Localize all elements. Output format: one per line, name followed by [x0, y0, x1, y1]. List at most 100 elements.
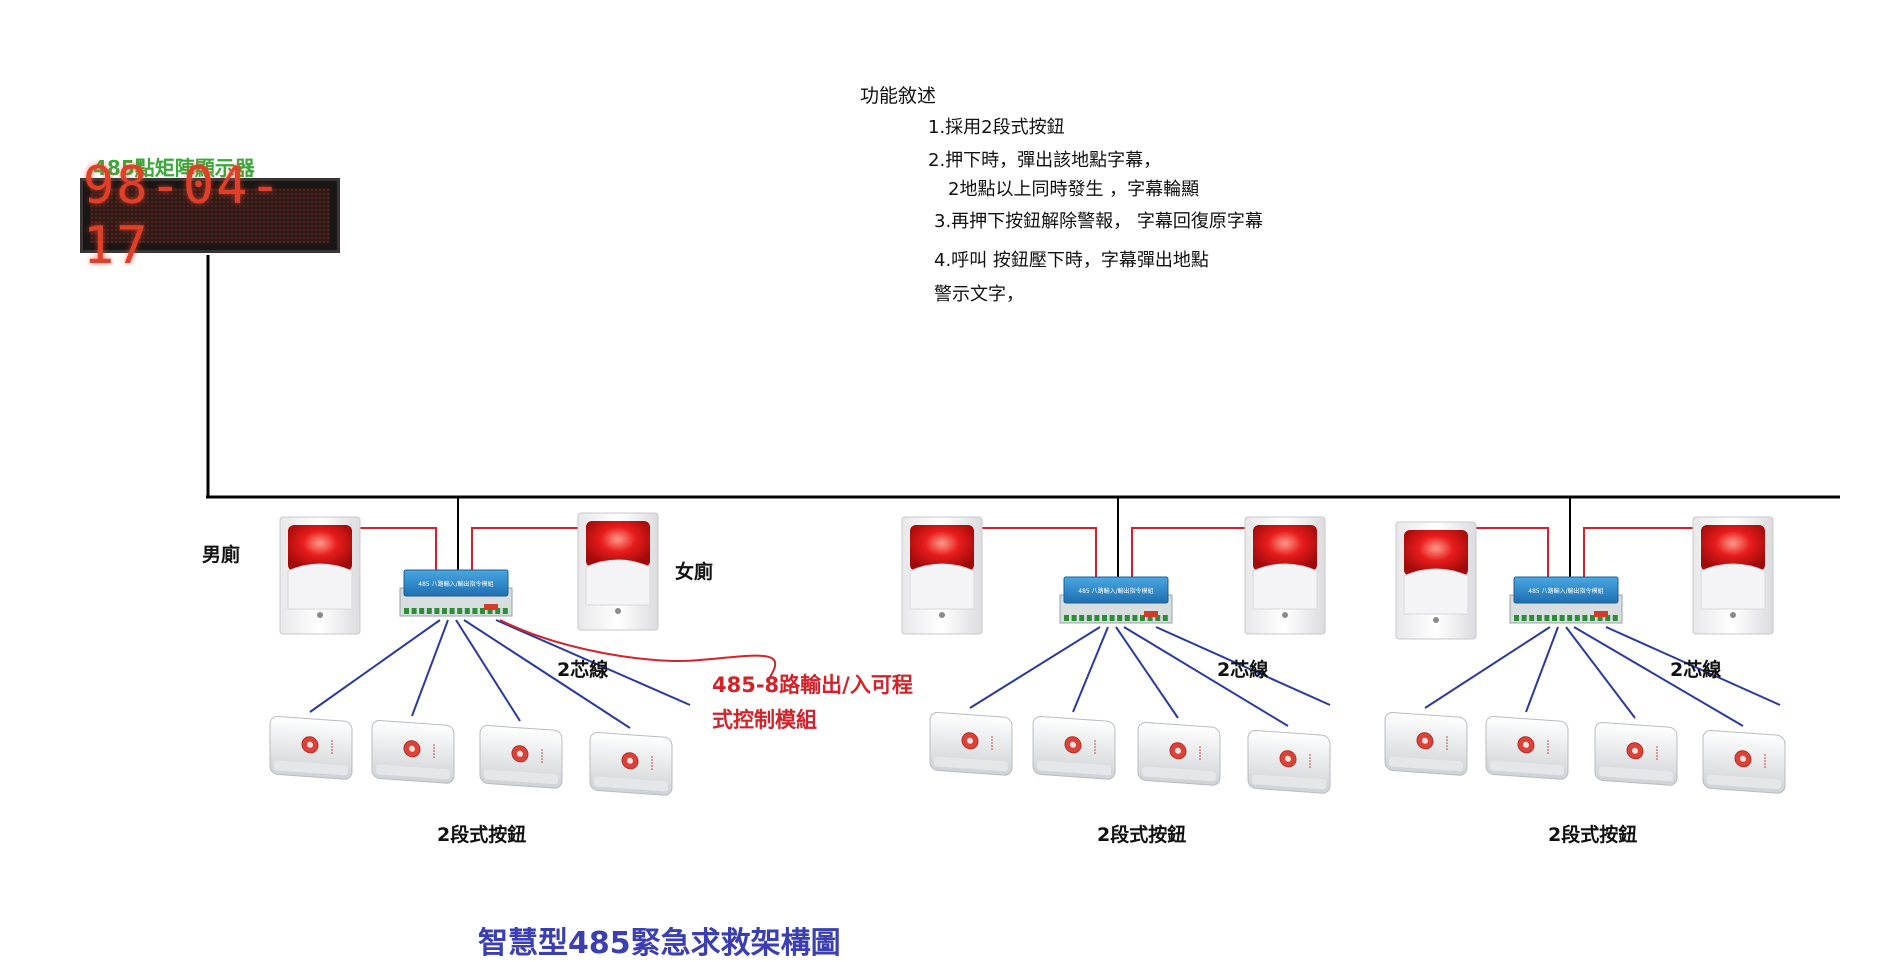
module-terminal	[1064, 615, 1069, 621]
two-core-wire	[1072, 626, 1109, 713]
description-title: 功能敘述	[860, 85, 937, 107]
strobe-siren-left	[901, 516, 983, 635]
womens-restroom-label: 女廁	[675, 561, 714, 583]
module-terminal	[1559, 615, 1565, 621]
module-terminal	[1094, 615, 1100, 621]
strobe-red-lens	[1253, 525, 1317, 571]
module-terminal	[502, 608, 508, 614]
module-terminal	[1536, 615, 1542, 621]
module-terminal	[1140, 615, 1145, 621]
io-control-module: 485 八路輸入/輸出指令模組	[1059, 576, 1173, 624]
two-core-wire	[1605, 626, 1781, 706]
button-knob-mark	[409, 745, 415, 752]
strobe-speaker-grille	[287, 563, 353, 610]
buttons-label: 2段式按鈕	[1097, 824, 1187, 846]
module-face-text: 485 八路輸入/輸出指令模組	[1528, 587, 1603, 595]
two-core-wire	[1565, 626, 1636, 719]
emergency-button	[1032, 716, 1116, 780]
module-terminal	[1574, 615, 1580, 621]
two-core-wire	[1115, 626, 1179, 719]
two-core-wire	[1525, 626, 1559, 713]
module-terminal	[1529, 615, 1535, 621]
wire-label: 2芯線	[557, 659, 609, 681]
module-terminal	[464, 608, 470, 614]
button-bottom-lip	[1707, 774, 1781, 790]
emergency-button	[371, 720, 455, 784]
button-bottom-lip	[594, 776, 668, 792]
module-terminal	[442, 608, 447, 614]
module-terminal	[419, 608, 425, 614]
module-terminal	[1124, 615, 1130, 621]
module-terminal	[472, 608, 478, 614]
module-terminal	[1552, 615, 1557, 621]
strobe-siren-left	[279, 516, 361, 635]
emergency-button	[589, 732, 673, 796]
wires-group	[206, 255, 1840, 729]
button-bottom-lip	[1599, 766, 1673, 782]
button-knob-mark	[307, 741, 313, 748]
strobe-speaker-grille	[909, 563, 975, 610]
strobe-led-dot	[317, 612, 323, 618]
led-screen-text: 98-04-17	[83, 155, 283, 276]
description-line: 4.呼叫 按鈕壓下時，字幕彈出地點	[934, 250, 1209, 271]
two-core-wire	[463, 619, 631, 729]
strobe-siren-right	[577, 512, 659, 631]
emergency-button	[929, 712, 1013, 776]
wire-label: 2芯線	[1217, 659, 1269, 681]
module-callout-curve	[499, 619, 777, 681]
button-bottom-lip	[1389, 756, 1463, 772]
description-line: 2地點以上同時發生 ，字幕輪顯	[948, 179, 1200, 200]
strobe-siren-right	[1692, 516, 1774, 635]
module-terminal-red	[1144, 611, 1158, 617]
description-line: 警示文字，	[934, 284, 1024, 305]
strobe-wire-left	[360, 527, 437, 574]
strobe-wire-right	[471, 527, 578, 574]
two-core-wire	[1123, 626, 1289, 727]
module-terminal	[449, 608, 455, 614]
module-terminal	[487, 608, 493, 614]
button-knob-mark	[517, 750, 523, 757]
module-face-text: 485 八路輸入/輸出指令模組	[1078, 587, 1153, 595]
module-terminal	[457, 608, 463, 614]
strobe-speaker-grille	[1252, 563, 1318, 610]
io-control-module: 485 八路輸入/輸出指令模組	[1509, 576, 1623, 624]
module-terminal	[1117, 615, 1123, 621]
mens-restroom-label: 男廁	[202, 544, 241, 566]
button-bottom-lip	[1142, 766, 1216, 782]
module-terminal-red	[484, 604, 498, 610]
emergency-button	[1702, 730, 1786, 794]
module-terminal	[1567, 615, 1573, 621]
module-terminal	[1605, 615, 1611, 621]
emergency-button	[1485, 716, 1569, 780]
strobe-speaker-grille	[1403, 568, 1469, 615]
module-cover	[1513, 576, 1619, 604]
strobe-wire-right	[1583, 527, 1693, 581]
module-terminal	[426, 608, 432, 614]
buttons-label: 2段式按鈕	[437, 824, 527, 846]
module-terminal	[1109, 615, 1115, 621]
button-bottom-lip	[376, 764, 450, 780]
two-core-wire	[455, 619, 521, 722]
button-knob-mark	[1523, 741, 1529, 748]
emergency-button	[1247, 730, 1331, 794]
diagram-caption: 智慧型485緊急求救架構圖	[478, 926, 841, 961]
button-bottom-lip	[1037, 760, 1111, 776]
two-core-wire	[969, 626, 1101, 709]
emergency-button	[269, 716, 353, 780]
emergency-button	[1594, 722, 1678, 786]
two-core-wire	[1424, 626, 1551, 709]
button-knob-mark	[1175, 747, 1181, 754]
strobe-speaker-grille	[1700, 563, 1766, 610]
button-knob-mark	[1422, 737, 1428, 744]
strobe-led-dot	[1433, 617, 1439, 623]
module-terminal	[1597, 615, 1603, 621]
button-knob-mark	[627, 757, 633, 764]
module-label-line1: 485-8路輸出/入可程	[712, 673, 913, 697]
two-core-wire	[1573, 626, 1744, 727]
strobe-led-dot	[1730, 612, 1736, 618]
button-bottom-lip	[934, 756, 1008, 772]
emergency-button	[1137, 722, 1221, 786]
led-matrix-display: 98-04-17	[80, 156, 340, 276]
module-terminal-red	[1594, 611, 1608, 617]
